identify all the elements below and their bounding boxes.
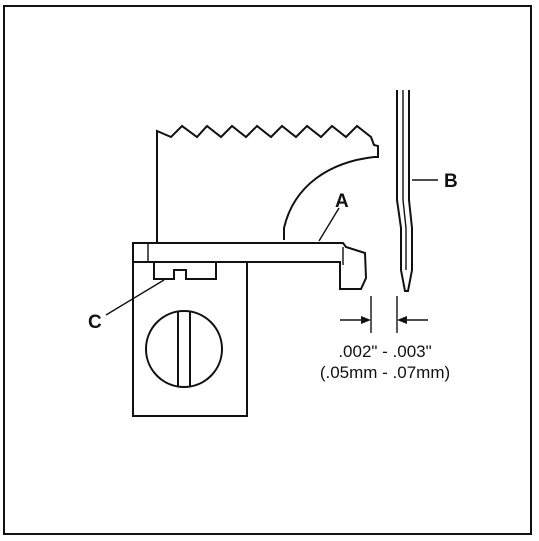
needle <box>396 90 413 292</box>
callout-c: C <box>88 312 102 333</box>
diagram-frame <box>3 5 532 535</box>
callout-b: B <box>444 171 458 192</box>
slot-notch <box>153 262 217 280</box>
leader-line-a <box>318 207 340 242</box>
clearance-metric: (.05mm - .07mm) <box>320 363 450 382</box>
screw-slot <box>177 312 191 386</box>
hook-guard-bar <box>132 242 368 290</box>
clearance-imperial: .002" - .003" <box>338 342 431 361</box>
needle-groove <box>402 90 407 270</box>
callout-a: A <box>335 191 349 212</box>
screw-head <box>145 310 223 388</box>
hook-curved-arm <box>283 156 375 240</box>
leader-line-c <box>105 279 165 316</box>
feed-dog-serrated-plate <box>156 124 379 244</box>
mounting-block <box>132 262 248 417</box>
dimension-arrow-left-head <box>361 316 371 324</box>
dimension-arrow-right-head <box>397 316 407 324</box>
